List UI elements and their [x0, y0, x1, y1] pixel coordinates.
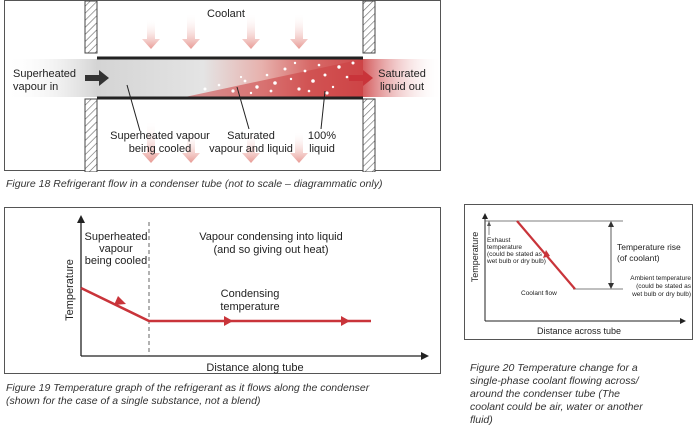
- x-axis-label: Distance across tube: [537, 326, 621, 336]
- coolant-flow-label: Coolant flow: [521, 290, 557, 297]
- x-axis-arrowhead: [421, 352, 429, 360]
- coolant-label: Coolant: [207, 8, 245, 20]
- coolant-arrows: [142, 13, 308, 163]
- fig20-caption-5: fluid): [470, 414, 493, 426]
- fig19-panel: Superheated vapour being cooled Vapour c…: [4, 207, 441, 374]
- inlet-fade: [5, 59, 97, 97]
- fig20-caption: Figure 20 Temperature change for a singl…: [470, 362, 690, 427]
- region2-label-2: (and so giving out heat): [214, 244, 329, 256]
- flow-arrow-1: [114, 296, 126, 305]
- inlet-label-1: Superheated: [13, 68, 76, 80]
- zone1-label-2: being cooled: [129, 143, 191, 155]
- y-axis-label: Temperature: [470, 232, 480, 283]
- zone1-label-1: Superheated vapour: [110, 130, 210, 142]
- exhaust-leader-head: [487, 221, 491, 226]
- wall-top-left: [84, 0, 98, 54]
- wall-bottom-left: [84, 98, 98, 173]
- zone3-label-2: liquid: [309, 143, 335, 155]
- wall-bottom-right: [362, 98, 376, 173]
- exhaust-label-1: Exhaust: [487, 237, 511, 244]
- rise-label-1: Temperature rise: [617, 242, 681, 252]
- zone2-label-1: Saturated: [227, 130, 275, 142]
- y-axis-arrowhead: [482, 213, 488, 219]
- ambient-label-1: Ambient temperature: [630, 275, 691, 282]
- rise-label-2: (of coolant): [617, 253, 660, 263]
- fig19-graph: Superheated vapour being cooled Vapour c…: [64, 215, 429, 374]
- coolant-flow-arrow: [543, 250, 550, 258]
- rise-arrow-bottom: [608, 283, 614, 289]
- exhaust-label-3: (could be stated as: [487, 251, 543, 258]
- temperature-line: [80, 286, 371, 323]
- rise-arrow-top: [608, 221, 614, 227]
- leader-zone1: [126, 84, 141, 132]
- ambient-label-2: (could be stated as: [636, 283, 692, 290]
- fig18-caption: Figure 18 Refrigerant flow in a condense…: [6, 178, 383, 190]
- outlet-fade: [363, 59, 442, 97]
- fig18-diagram: Coolant Superheated vapour in Saturated …: [5, 0, 442, 173]
- flow-arrow-3: [341, 316, 350, 326]
- region1-label-2: vapour: [99, 243, 133, 255]
- zone2-label-2: vapour and liquid: [209, 143, 293, 155]
- outlet-arrow: [349, 70, 373, 86]
- fig19-caption-2: (shown for the case of a single substanc…: [6, 395, 261, 407]
- region1-label-3: being cooled: [85, 255, 147, 267]
- outlet-label-1: Saturated: [378, 68, 426, 80]
- fig20-caption-4: coolant could be air, water or another: [470, 401, 643, 413]
- exhaust-label-2: temperature: [487, 244, 522, 251]
- flow-arrow-2: [224, 316, 233, 326]
- liquid-wedge: [185, 59, 363, 97]
- region2-label-1: Vapour condensing into liquid: [199, 231, 343, 243]
- ambient-label-3: wet bulb or dry bulb): [631, 291, 691, 298]
- y-axis-arrowhead: [77, 215, 85, 223]
- inlet-arrow: [85, 70, 109, 86]
- exhaust-label-4: wet bulb or dry bulb): [486, 258, 546, 265]
- fig20-graph: Exhaust temperature (could be stated as …: [470, 213, 692, 336]
- condensing-label-1: Condensing: [221, 288, 280, 300]
- x-axis-arrowhead: [680, 318, 686, 324]
- inlet-label-2: vapour in: [13, 81, 58, 93]
- leader-zone2: [236, 86, 250, 130]
- fig20-caption-1: Figure 20 Temperature change for a: [470, 362, 638, 374]
- leader-zone3: [320, 90, 326, 130]
- wall-top-right: [362, 0, 376, 54]
- condensing-label-2: temperature: [220, 301, 279, 313]
- vapour-bubbles: [203, 61, 355, 95]
- y-axis-label: Temperature: [64, 259, 76, 321]
- fig18-panel: Coolant Superheated vapour in Saturated …: [4, 0, 442, 173]
- fig19-caption-1: Figure 19 Temperature graph of the refri…: [6, 382, 370, 394]
- zone3-label-1: 100%: [308, 130, 336, 142]
- fig20-caption-2: single-phase coolant flowing across/: [470, 375, 639, 387]
- region1-label-1: Superheated: [85, 231, 148, 243]
- fig20-caption-3: around the condenser tube (The: [470, 388, 621, 400]
- outlet-label-2: liquid out: [380, 81, 424, 93]
- x-axis-label: Distance along tube: [206, 362, 303, 374]
- fig20-panel: Exhaust temperature (could be stated as …: [464, 204, 693, 340]
